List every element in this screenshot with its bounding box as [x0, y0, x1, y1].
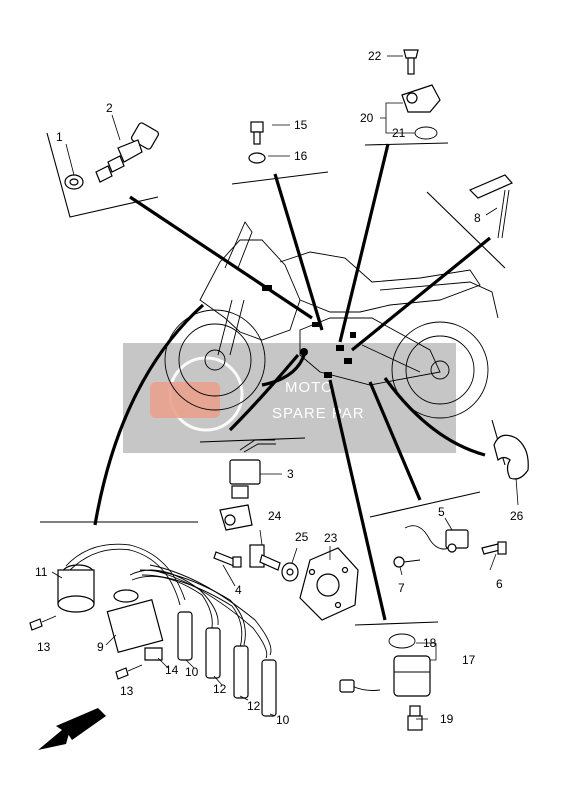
label-12b: 12 — [247, 699, 261, 713]
part-bolt-19 — [407, 705, 423, 731]
part-labels: 1 2 3 4 5 6 7 8 9 10 10 11 12 12 13 13 1… — [35, 49, 524, 727]
part-bolt-24 — [249, 544, 281, 571]
label-18: 18 — [423, 636, 437, 650]
label-8: 8 — [474, 211, 481, 225]
label-1: 1 — [56, 130, 63, 144]
part-coupler-3 — [219, 439, 276, 531]
part-bolt-15 — [250, 121, 264, 145]
label-16: 16 — [294, 149, 308, 163]
motorcycle-outline — [164, 221, 499, 419]
label-7: 7 — [398, 581, 405, 595]
part-coil-11 — [57, 564, 95, 613]
label-13a: 13 — [37, 640, 51, 654]
part-plug-leads — [65, 543, 272, 659]
label-6: 6 — [496, 577, 503, 591]
part-plug-cap-10b — [261, 659, 277, 717]
watermark-line1: MOTO — [285, 379, 334, 396]
part-terminal-7 — [393, 556, 421, 568]
part-oring-18 — [388, 633, 416, 649]
label-2: 2 — [106, 101, 113, 115]
part-bolt-22 — [403, 49, 419, 75]
label-19: 19 — [440, 712, 454, 726]
label-11: 11 — [35, 565, 48, 579]
part-bolt-6 — [481, 541, 507, 555]
watermark: MOTO SPARE PAR — [123, 343, 456, 453]
part-plug-cap-12b — [233, 645, 249, 699]
label-20: 20 — [360, 111, 374, 125]
label-leaders — [51, 55, 519, 720]
callout-brackets — [40, 132, 506, 626]
label-13b: 13 — [120, 684, 134, 698]
part-washer-1 — [64, 174, 84, 190]
label-17: 17 — [462, 653, 476, 667]
label-5: 5 — [438, 505, 445, 519]
label-3: 3 — [287, 467, 294, 481]
assembly-leaders — [93, 143, 492, 621]
part-washer-25 — [281, 562, 299, 582]
label-4: 4 — [235, 583, 242, 597]
front-direction-arrow-icon — [38, 708, 106, 750]
label-14: 14 — [165, 663, 179, 677]
part-clamp-26 — [493, 434, 529, 480]
part-sensor-2 — [95, 122, 160, 183]
label-26: 26 — [510, 509, 524, 523]
part-plug-cap-10a — [177, 611, 193, 661]
watermark-line2: SPARE PAR — [272, 405, 365, 422]
part-bolt-13b — [115, 664, 143, 680]
part-oring-21 — [414, 126, 438, 140]
label-23: 23 — [324, 531, 338, 545]
label-15: 15 — [294, 118, 308, 132]
part-sensor-20 — [401, 84, 441, 113]
part-bolt-4 — [213, 551, 242, 568]
part-sensor-17 — [339, 655, 431, 697]
label-21: 21 — [392, 126, 406, 140]
label-10a: 10 — [185, 665, 199, 679]
part-sensor-5 — [404, 525, 469, 553]
part-sensor-8 — [468, 174, 513, 239]
part-coil-9 — [106, 589, 164, 661]
part-plug-cap-12a — [205, 627, 221, 679]
part-rotor-23 — [299, 547, 359, 621]
label-12a: 12 — [213, 682, 227, 696]
label-10b: 10 — [276, 713, 290, 727]
label-25: 25 — [295, 530, 309, 544]
label-22: 22 — [368, 49, 382, 63]
label-9: 9 — [97, 640, 104, 654]
part-washer-16 — [248, 152, 266, 164]
part-bolt-13a — [29, 615, 57, 631]
label-24: 24 — [268, 509, 282, 523]
